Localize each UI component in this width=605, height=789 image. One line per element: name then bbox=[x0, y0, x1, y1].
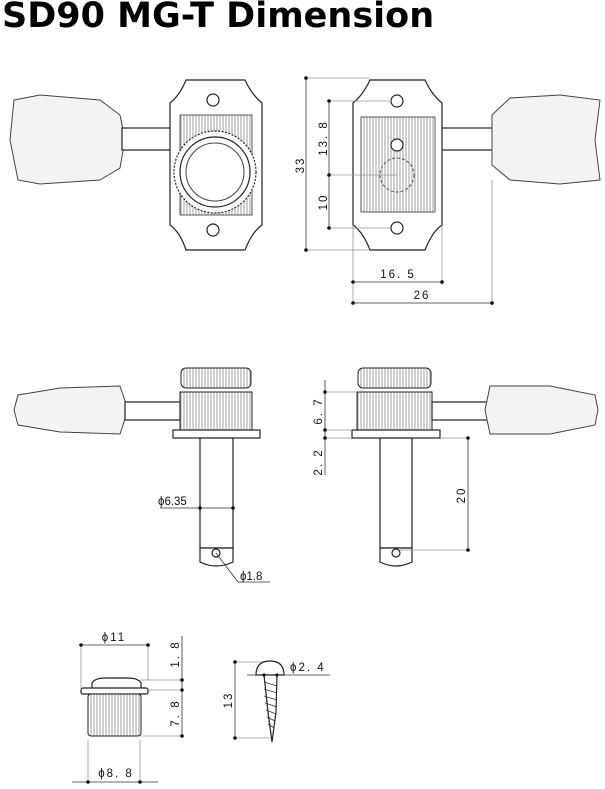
dim-post-diameter: ϕ6.35 bbox=[158, 496, 187, 508]
tuner-side-view-right bbox=[323, 367, 599, 567]
tuner-button-left bbox=[13, 385, 129, 435]
dim-overall-width: 26 bbox=[414, 290, 431, 302]
dim-string-hole-diameter: ϕ1.8 bbox=[240, 571, 262, 583]
tuner-button-left bbox=[9, 94, 126, 185]
tuner-shaft bbox=[434, 127, 496, 151]
dim-knob-height: 6. 7 bbox=[313, 397, 325, 424]
tuner-back-view bbox=[304, 76, 601, 305]
dim-flange-thickness: 2. 2 bbox=[313, 448, 325, 475]
dim-post-length: 20 bbox=[456, 487, 468, 504]
dim-bushing-flange-diameter: ϕ11 bbox=[102, 632, 126, 644]
bushing-drawing bbox=[72, 636, 184, 784]
dim-screw-diameter: ϕ2. 4 bbox=[290, 662, 326, 674]
dim-plate-width: 16. 5 bbox=[380, 269, 416, 281]
dim-bushing-flange-height: 1. 8 bbox=[170, 640, 182, 667]
tuner-front-view bbox=[9, 79, 263, 251]
dim-hole-to-center: 13. 8 bbox=[318, 120, 330, 156]
dim-bushing-body-diameter: ϕ8. 8 bbox=[98, 768, 134, 780]
dim-overall-height: 33 bbox=[295, 157, 307, 174]
screw-drawing bbox=[233, 660, 330, 743]
page-title: SD90 MG-T Dimension bbox=[2, 0, 435, 36]
tuner-button-right bbox=[491, 94, 601, 185]
tuner-side-view-left bbox=[13, 367, 270, 583]
dim-screw-length: 13 bbox=[223, 692, 235, 709]
dim-bushing-body-height: 7. 8 bbox=[170, 699, 182, 726]
dim-center-to-hole: 10 bbox=[318, 194, 330, 211]
tuner-button-right bbox=[484, 385, 599, 435]
